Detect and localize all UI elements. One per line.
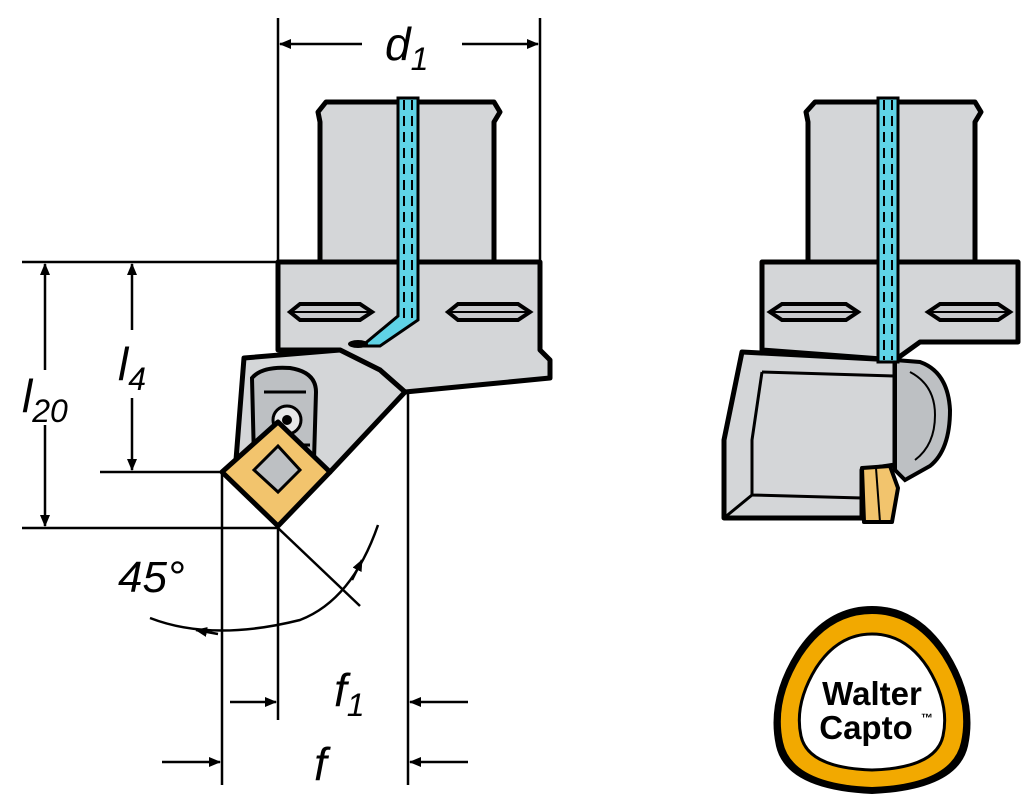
label-f1: f1: [334, 664, 365, 723]
logo-center: [797, 632, 947, 772]
label-l4: l4: [118, 338, 146, 397]
logo-text-capto: Capto: [819, 709, 913, 746]
dimension-lines: [22, 18, 542, 785]
walter-capto-logo: Walter Capto ™: [773, 606, 971, 794]
label-d1: d1: [385, 18, 428, 77]
right-clamp: [893, 357, 953, 483]
label-l20: l20: [22, 370, 68, 429]
left-flange: [275, 259, 553, 395]
logo-text-walter: Walter: [822, 675, 922, 712]
side-view: [721, 96, 1021, 524]
label-angle: 45°: [118, 553, 185, 602]
dimension-labels: d1 l20 l4 45° f1 f: [22, 18, 428, 790]
right-insert: [860, 464, 900, 524]
front-view: [219, 96, 553, 529]
logo-trademark: ™: [921, 711, 933, 725]
label-f: f: [314, 738, 331, 790]
right-coolant-channel: [876, 96, 900, 364]
